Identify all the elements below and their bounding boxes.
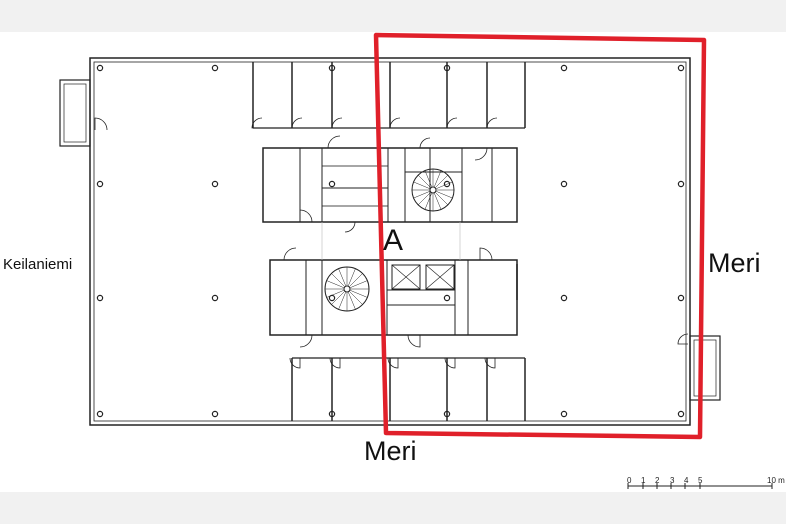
column	[96, 410, 104, 418]
stair-tread	[331, 288, 348, 305]
door-swing	[94, 117, 108, 131]
column	[443, 180, 451, 188]
upper-core	[262, 147, 518, 223]
stair-core	[343, 285, 351, 293]
door-swing	[299, 334, 313, 348]
column	[211, 294, 219, 302]
door-swing	[474, 147, 488, 161]
column	[443, 294, 451, 302]
stair-tread	[326, 288, 348, 298]
scale-tick-label: 5	[698, 476, 703, 485]
door-swing	[677, 333, 689, 345]
stair-tread	[413, 189, 434, 199]
stair-tread	[424, 170, 434, 191]
stair-tread	[432, 189, 449, 206]
scale-tick-label: 3	[670, 476, 675, 485]
stair-tread	[346, 273, 363, 290]
column	[211, 64, 219, 72]
stair-tread	[432, 170, 442, 191]
east-balcony	[689, 335, 721, 401]
column	[328, 180, 336, 188]
stair-tread	[413, 181, 434, 191]
column	[677, 410, 685, 418]
door-swing	[283, 247, 297, 261]
elevator-x	[391, 264, 421, 290]
column	[677, 180, 685, 188]
scale-tick-label: 2	[655, 476, 660, 485]
stair-tread	[432, 189, 453, 199]
door-swing	[291, 117, 303, 129]
door-swing	[446, 117, 458, 129]
stair-tread	[346, 280, 368, 290]
toilet-room	[321, 165, 389, 207]
column	[677, 294, 685, 302]
stair-tread	[326, 280, 348, 290]
stair-tread	[346, 288, 368, 298]
door-swing	[387, 357, 399, 369]
elevator	[391, 264, 421, 290]
stair-tread	[432, 181, 453, 191]
column	[96, 64, 104, 72]
top-margin	[0, 0, 786, 32]
door-swing	[486, 117, 498, 129]
column	[211, 410, 219, 418]
bottom-margin	[0, 492, 786, 524]
stair-core	[429, 186, 437, 194]
door-swing	[299, 209, 313, 223]
column	[211, 180, 219, 188]
door-swing	[419, 137, 431, 149]
stair-tread	[331, 273, 348, 290]
stair-tread	[346, 268, 356, 290]
stair-tread	[417, 189, 434, 206]
elevator-x	[425, 264, 455, 290]
west-label: Keilaniemi	[3, 256, 73, 273]
stair-tread	[424, 189, 434, 210]
stair-tread	[432, 174, 449, 191]
door-swing	[331, 117, 343, 129]
stair-tread	[338, 288, 348, 310]
door-swing	[484, 357, 496, 369]
column	[560, 180, 568, 188]
east-balcony-inner	[693, 339, 717, 397]
scale-tick-label: 1	[641, 476, 646, 485]
column	[96, 180, 104, 188]
door-swing	[329, 357, 341, 369]
column	[96, 294, 104, 302]
east-label: Meri	[708, 248, 761, 278]
lower-core	[269, 259, 518, 336]
door-swing	[344, 221, 356, 233]
door-swing	[407, 334, 421, 348]
column	[677, 64, 685, 72]
stair-tread	[417, 174, 434, 191]
door-swing	[251, 117, 263, 129]
column	[560, 410, 568, 418]
column	[560, 294, 568, 302]
south-label: Meri	[364, 436, 417, 466]
building-label: A	[383, 224, 404, 257]
door-swing	[327, 135, 341, 149]
stair-tread	[346, 288, 356, 310]
exterior-wall-outer	[89, 57, 691, 426]
stair-tread	[432, 189, 442, 210]
west-balcony	[59, 79, 91, 147]
door-swing	[289, 357, 301, 369]
stair-tread	[346, 288, 363, 305]
door-swing	[389, 117, 401, 129]
highlight-outline	[373, 32, 707, 440]
west-balcony-inner	[63, 83, 87, 143]
scale-tick-label: 0	[627, 476, 632, 485]
elevator	[425, 264, 455, 290]
scale-tick-label: 4	[684, 476, 689, 485]
door-swing	[444, 357, 456, 369]
stair-tread	[338, 268, 348, 290]
scale-tick-label: 10 m	[767, 476, 785, 485]
door-swing	[479, 247, 493, 261]
column	[560, 64, 568, 72]
